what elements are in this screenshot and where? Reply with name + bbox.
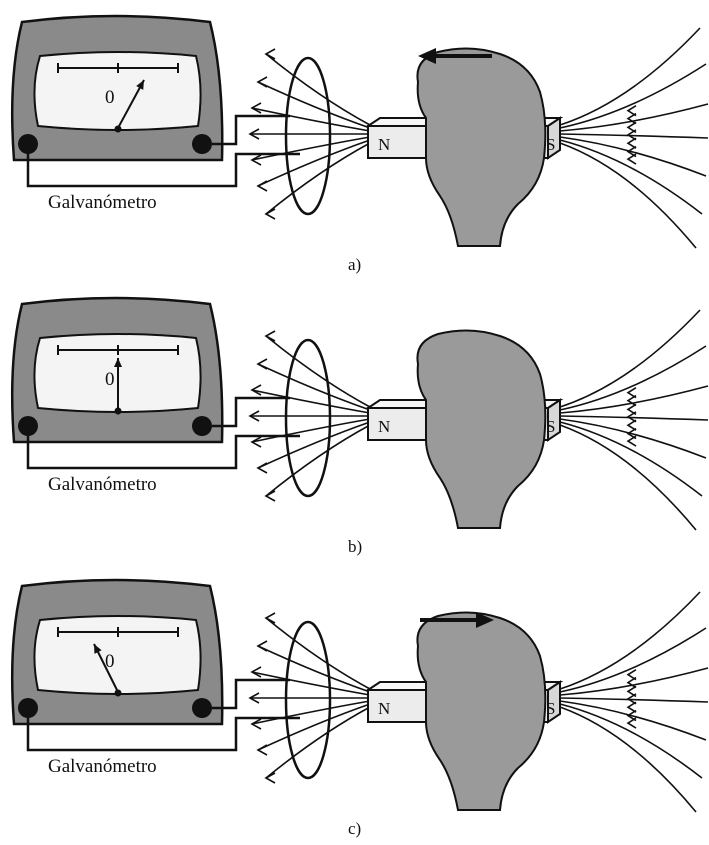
field-lines-south xyxy=(560,310,708,530)
field-line-arrowhead xyxy=(258,641,267,651)
field-line xyxy=(560,386,708,413)
field-line xyxy=(560,64,706,128)
galvanometer-label: Galvanómetro xyxy=(48,474,157,495)
field-lines-north xyxy=(250,49,370,219)
field-line xyxy=(560,28,700,125)
field-lines-south xyxy=(560,592,708,812)
field-line xyxy=(560,104,708,131)
field-line-arrowhead xyxy=(258,77,267,87)
field-line-arrowhead xyxy=(258,359,267,369)
induction-diagram: 0 Galvanómetro N S xyxy=(0,290,709,560)
hand xyxy=(417,612,545,810)
zero-mark: 0 xyxy=(105,87,115,108)
field-line-arrowhead xyxy=(252,437,261,447)
needle-pivot xyxy=(115,408,122,415)
galvanometer: 0 xyxy=(12,580,222,724)
field-line-arrowhead xyxy=(258,745,267,755)
induction-panel: 0 Galvanómetro N S xyxy=(0,290,709,560)
field-line-arrowhead xyxy=(628,154,636,164)
induction-diagram: 0 Galvanómetro N S xyxy=(0,572,709,842)
field-line-arrowhead xyxy=(252,103,261,113)
hand xyxy=(417,330,545,528)
panel-caption: c) xyxy=(348,819,361,838)
field-line-arrowhead xyxy=(628,718,636,728)
galvanometer-label: Galvanómetro xyxy=(48,192,157,213)
wire-loop xyxy=(286,340,330,496)
hand xyxy=(417,48,545,246)
field-line xyxy=(560,592,700,689)
galvanometer: 0 xyxy=(12,16,222,160)
field-line xyxy=(560,416,708,420)
right-terminal xyxy=(192,416,212,436)
induction-diagram: 0 Galvanómetro N S xyxy=(0,8,709,278)
field-line-arrowhead xyxy=(252,155,261,165)
wire-loop xyxy=(286,622,330,778)
field-line xyxy=(560,310,700,407)
field-line xyxy=(560,668,708,695)
north-pole-label: N xyxy=(378,135,390,154)
field-line xyxy=(252,701,370,724)
upper-wire xyxy=(212,398,290,426)
north-pole-label: N xyxy=(378,417,390,436)
field-line xyxy=(252,137,370,160)
north-pole-label: N xyxy=(378,699,390,718)
field-line-arrowhead xyxy=(258,463,267,473)
south-pole-label: S xyxy=(546,417,555,436)
field-line-arrowhead xyxy=(252,719,261,729)
field-line xyxy=(560,134,708,138)
induction-panel: 0 Galvanómetro N S xyxy=(0,572,709,842)
induction-panel: 0 Galvanómetro N S xyxy=(0,8,709,278)
panel-caption: a) xyxy=(348,255,361,274)
field-line xyxy=(252,108,370,131)
left-terminal xyxy=(18,134,38,154)
upper-wire xyxy=(212,116,290,144)
right-terminal xyxy=(192,698,212,718)
needle-pivot xyxy=(115,126,122,133)
left-terminal xyxy=(18,416,38,436)
south-pole-label: S xyxy=(546,135,555,154)
field-line xyxy=(252,419,370,442)
galvanometer: 0 xyxy=(12,298,222,442)
field-line-arrowhead xyxy=(628,436,636,446)
left-terminal xyxy=(18,698,38,718)
field-lines-north xyxy=(250,613,370,783)
wire-loop xyxy=(286,58,330,214)
field-line-arrowhead xyxy=(252,667,261,677)
field-lines-south xyxy=(560,28,708,248)
needle-pivot xyxy=(115,690,122,697)
field-line xyxy=(560,698,708,702)
field-lines-north xyxy=(250,331,370,501)
field-line-arrowhead xyxy=(252,385,261,395)
zero-mark: 0 xyxy=(105,369,115,390)
field-line xyxy=(560,628,706,692)
south-pole-label: S xyxy=(546,699,555,718)
field-line xyxy=(252,390,370,413)
panel-caption: b) xyxy=(348,537,362,556)
field-line xyxy=(252,672,370,695)
right-terminal xyxy=(192,134,212,154)
field-line-arrowhead xyxy=(258,181,267,191)
upper-wire xyxy=(212,680,290,708)
galvanometer-label: Galvanómetro xyxy=(48,756,157,777)
field-line xyxy=(560,346,706,410)
